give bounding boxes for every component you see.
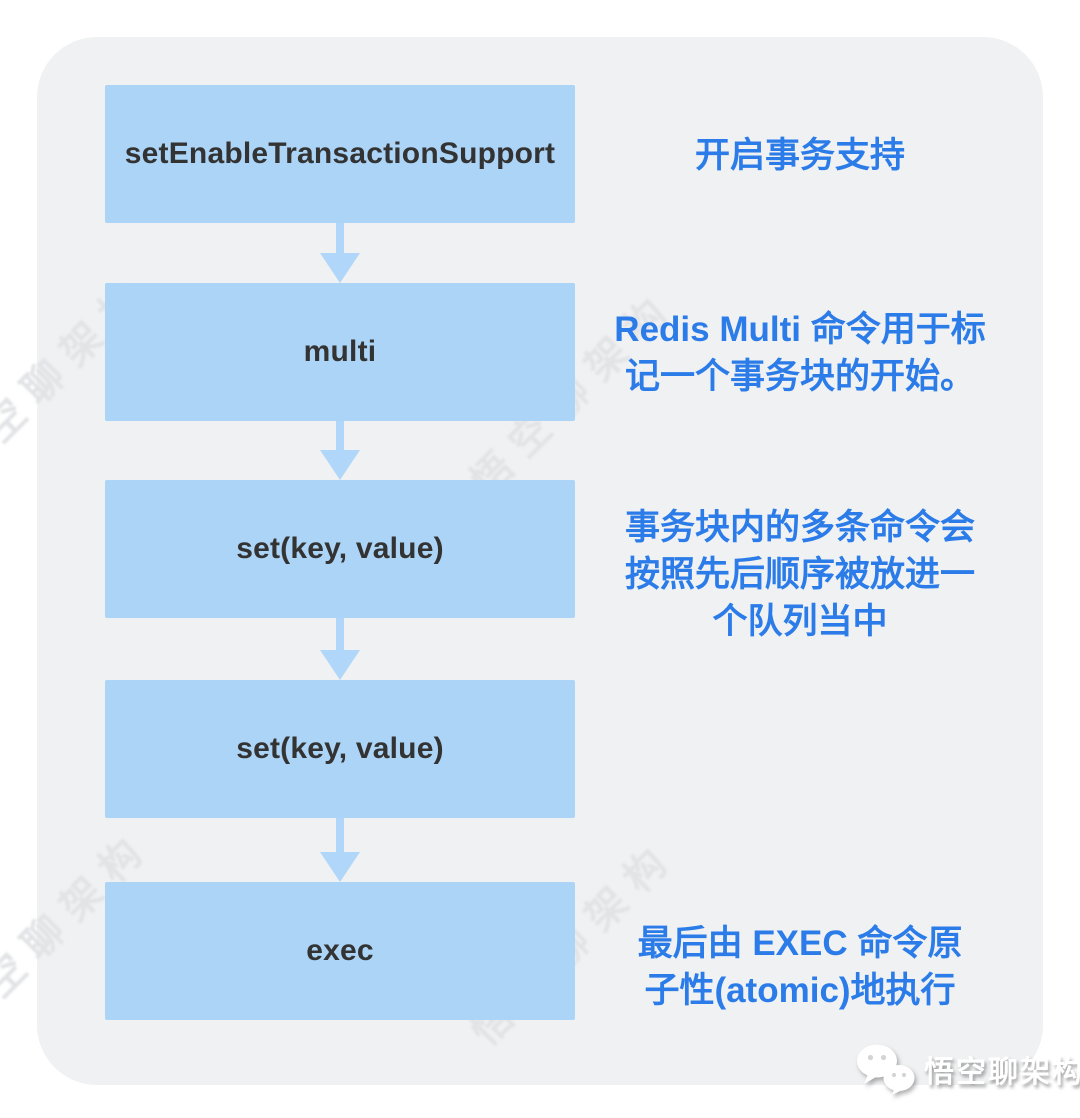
flow-arrow-3 (320, 618, 360, 680)
arrow-stem (336, 223, 344, 255)
arrow-stem (336, 618, 344, 652)
annotation-line: 记一个事务块的开始。 (624, 357, 975, 396)
flow-step-label: exec (306, 934, 374, 967)
annotation-line: 按照先后顺序被放进一 (624, 555, 975, 594)
flow-step-label: setEnableTransactionSupport (124, 137, 556, 170)
annotation-exec-atomic: 最后由 EXEC 命令原 子性(atomic)地执行 (580, 920, 1020, 1014)
brand-watermark-text: 悟空聊架构 (924, 1056, 1080, 1089)
annotation-queue: 事务块内的多条命令会 按照先后顺序被放进一 个队列当中 (580, 504, 1020, 645)
flow-step-label: multi (303, 335, 377, 368)
annotation-enable-transaction: 开启事务支持 (580, 132, 1020, 179)
flow-arrow-1 (320, 223, 360, 283)
flow-step-label: set(key, value) (236, 532, 444, 565)
flow-arrow-2 (320, 421, 360, 480)
arrow-head-icon (320, 253, 360, 283)
flow-step-set-enable-transaction-support: setEnableTransactionSupport (105, 85, 575, 223)
wechat-chat-bubbles-icon (857, 1044, 915, 1095)
flow-step-set-key-value-1: set(key, value) (105, 480, 575, 618)
arrow-stem (336, 818, 344, 854)
arrow-stem (336, 421, 344, 452)
flow-step-multi: multi (105, 283, 575, 421)
flow-step-exec: exec (105, 882, 575, 1020)
flow-step-label: set(key, value) (236, 732, 444, 765)
annotation-line: 子性(atomic)地执行 (644, 971, 956, 1010)
annotation-line: 事务块内的多条命令会 (624, 508, 975, 547)
arrow-head-icon (320, 450, 360, 480)
flow-step-set-key-value-2: set(key, value) (105, 680, 575, 818)
brand-watermark: 悟空聊架构 (856, 1042, 1080, 1096)
annotation-line: 最后由 EXEC 命令原 (637, 924, 963, 963)
annotation-multi: Redis Multi 命令用于标 记一个事务块的开始。 (580, 306, 1020, 400)
flow-arrow-4 (320, 818, 360, 882)
arrow-head-icon (320, 650, 360, 680)
annotation-line: 开启事务支持 (694, 136, 905, 175)
arrow-head-icon (320, 852, 360, 882)
annotation-line: Redis Multi 命令用于标 (614, 310, 986, 349)
annotation-line: 个队列当中 (712, 602, 888, 641)
